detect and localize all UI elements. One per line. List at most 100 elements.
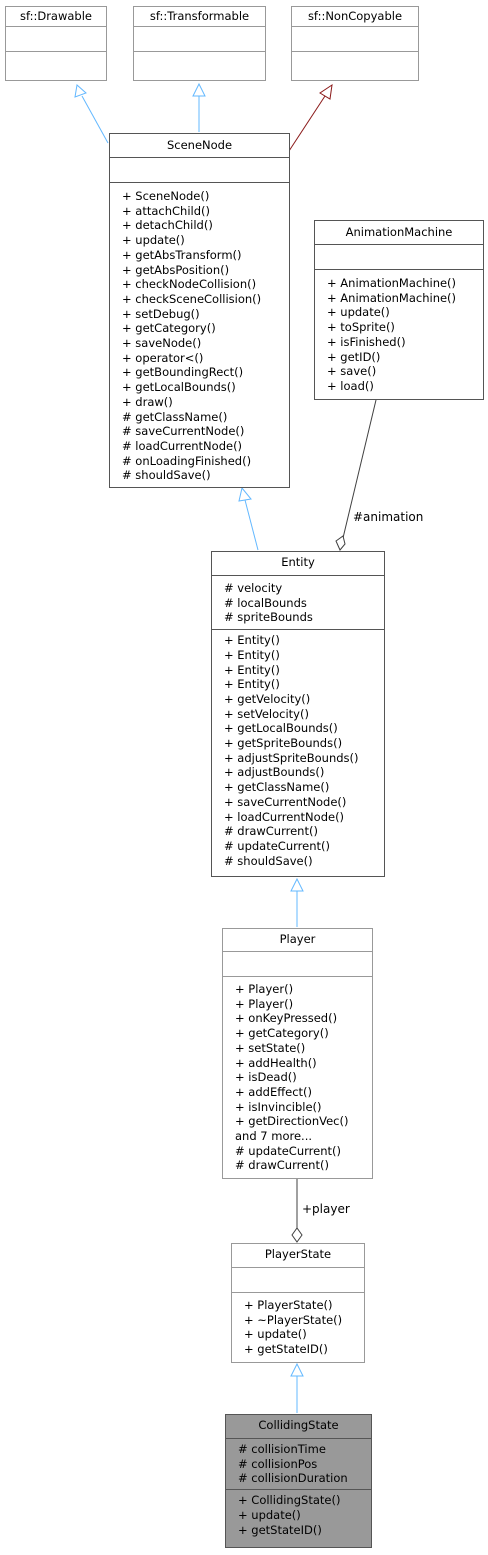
attributes-section	[315, 245, 483, 270]
member-line: + Entity()	[224, 677, 280, 692]
member-line: + getSpriteBounds()	[224, 736, 343, 751]
member-line: + getCategory()	[235, 1026, 329, 1041]
member-line: + detachChild()	[122, 218, 213, 233]
member-line: # drawCurrent()	[235, 1158, 329, 1173]
operations-section: + AnimationMachine()+ AnimationMachine()…	[315, 270, 483, 395]
operations-section	[6, 52, 106, 72]
member-line: # collisionPos	[238, 1456, 318, 1471]
member-line: + checkNodeCollision()	[122, 277, 257, 292]
member-line: + SceneNode()	[122, 189, 210, 203]
member-line: + ~PlayerState()	[244, 1312, 343, 1327]
attributes-section: # velocity# localBounds# spriteBounds	[212, 576, 384, 631]
class-player-state[interactable]: PlayerState + PlayerState()+ ~PlayerStat…	[231, 1243, 365, 1363]
operations-section: + Player()+ Player()+ onKeyPressed()+ ge…	[223, 977, 372, 1174]
class-name: sf::Drawable	[6, 7, 106, 27]
member-line: + toSprite()	[327, 320, 395, 335]
member-line: + addHealth()	[235, 1055, 317, 1070]
member-line: + save()	[327, 364, 377, 379]
member-line: and 7 more...	[235, 1129, 313, 1144]
member-line: + getBoundingRect()	[122, 365, 244, 380]
member-line: + Player()	[235, 996, 294, 1011]
member-line: + setDebug()	[122, 306, 200, 321]
member-line: + getID()	[327, 349, 381, 364]
member-line: + update()	[122, 233, 185, 248]
class-animation-machine[interactable]: AnimationMachine + AnimationMachine()+ A…	[314, 220, 484, 400]
member-line: + isDead()	[235, 1070, 297, 1085]
class-sf-transformable[interactable]: sf::Transformable	[133, 6, 266, 81]
member-line: # localBounds	[224, 595, 307, 610]
class-name: Player	[223, 929, 372, 952]
member-line: + getStateID()	[238, 1522, 322, 1537]
member-line: + getAbsPosition()	[122, 262, 230, 277]
attributes-section	[232, 1268, 364, 1293]
attributes-section	[223, 952, 372, 977]
member-line: # updateCurrent()	[224, 838, 330, 853]
member-line: + saveCurrentNode()	[224, 794, 347, 809]
member-line: # drawCurrent()	[224, 824, 318, 839]
member-line: + AnimationMachine()	[327, 290, 457, 305]
member-line: + saveNode()	[122, 336, 202, 351]
class-name: sf::Transformable	[134, 7, 265, 27]
member-line: + AnimationMachine()	[327, 276, 457, 290]
member-line: + PlayerState()	[244, 1298, 333, 1312]
member-line: # collisionTime	[238, 1442, 326, 1456]
member-line: + loadCurrentNode()	[224, 809, 345, 824]
member-line: + getAbsTransform()	[122, 247, 242, 262]
member-line: + update()	[238, 1507, 301, 1522]
member-line: + adjustBounds()	[224, 765, 325, 780]
generalization-entity-scenenode	[238, 486, 259, 551]
member-line: # onLoadingFinished()	[122, 453, 252, 468]
member-line: + Entity()	[224, 662, 280, 677]
member-line: + attachChild()	[122, 203, 210, 218]
attributes-section	[134, 27, 265, 52]
member-line: + update()	[327, 305, 390, 320]
class-colliding-state[interactable]: CollidingState # collisionTime# collisio…	[225, 1414, 372, 1548]
class-name: SceneNode	[110, 134, 289, 158]
member-line: # velocity	[224, 581, 283, 595]
member-line: # loadCurrentNode()	[122, 438, 243, 453]
operations-section: + PlayerState()+ ~PlayerState()+ update(…	[232, 1293, 364, 1358]
member-line: + getStateID()	[244, 1342, 328, 1357]
class-sf-drawable[interactable]: sf::Drawable	[5, 6, 107, 81]
member-line: + getVelocity()	[224, 691, 311, 706]
class-entity[interactable]: Entity # velocity# localBounds# spriteBo…	[211, 551, 385, 877]
attributes-section	[292, 27, 418, 52]
member-line: + addEffect()	[235, 1084, 313, 1099]
member-line: + getDirectionVec()	[235, 1114, 349, 1129]
class-name: AnimationMachine	[315, 221, 483, 245]
member-line: + CollidingState()	[238, 1493, 341, 1508]
member-line: + load()	[327, 378, 374, 393]
generalization-scenenode-drawable	[74, 84, 109, 144]
member-line: + update()	[244, 1327, 307, 1342]
member-line: + checkSceneCollision()	[122, 291, 262, 306]
operations-section	[134, 52, 265, 72]
member-line: + adjustSpriteBounds()	[224, 750, 359, 765]
member-line: + Player()	[235, 982, 294, 996]
member-line: # updateCurrent()	[235, 1143, 341, 1158]
member-line: + isFinished()	[327, 334, 406, 349]
attributes-section	[110, 158, 289, 183]
class-player[interactable]: Player + Player()+ Player()+ onKeyPresse…	[222, 928, 373, 1179]
generalization-player-entity	[290, 877, 304, 927]
member-line: + Entity()	[224, 633, 280, 648]
member-line: + getLocalBounds()	[224, 721, 338, 736]
member-line: + getClassName()	[224, 780, 330, 795]
class-name: CollidingState	[226, 1415, 371, 1439]
member-line: # spriteBounds	[224, 610, 313, 625]
operations-section: + CollidingState()+ update()+ getStateID…	[226, 1490, 371, 1538]
member-line: # collisionDuration	[238, 1471, 348, 1486]
composition-entity-animation	[335, 399, 377, 551]
class-scene-node[interactable]: SceneNode + SceneNode()+ attachChild()+ …	[109, 133, 290, 488]
animation-relation-label: #animation	[353, 510, 424, 524]
member-line: + setVelocity()	[224, 706, 309, 721]
member-line: + isInvincible()	[235, 1099, 322, 1114]
class-name: PlayerState	[232, 1244, 364, 1268]
class-sf-noncopyable[interactable]: sf::NonCopyable	[291, 6, 419, 81]
member-line: # shouldSave()	[224, 853, 313, 868]
member-line: + getCategory()	[122, 321, 216, 336]
member-line: # shouldSave()	[122, 468, 211, 483]
generalization-collidingstate-playerstate	[290, 1362, 304, 1413]
member-line: + getLocalBounds()	[122, 380, 236, 395]
attributes-section: # collisionTime# collisionPos# collision…	[226, 1439, 371, 1491]
member-line: # getClassName()	[122, 409, 228, 424]
